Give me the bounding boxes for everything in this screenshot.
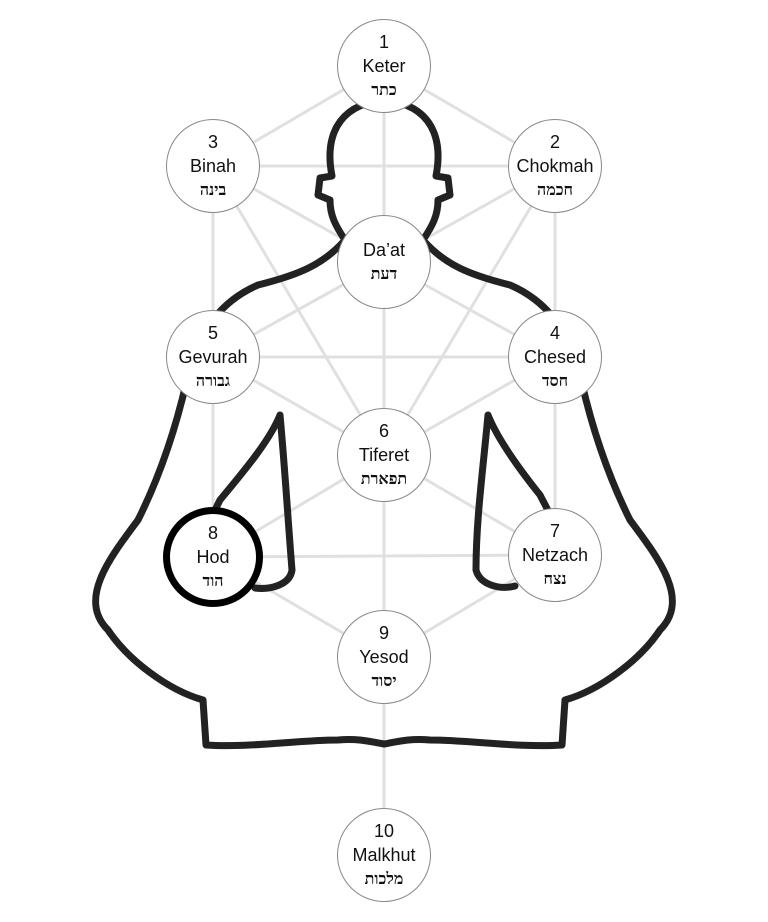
sefira-name: Hod — [196, 547, 230, 567]
sefira-number: 5 — [207, 323, 218, 343]
sefira-hebrew-name: חכמה — [537, 180, 573, 199]
sefira-hebrew-name: נצח — [543, 569, 567, 588]
sefira-name: Gevurah — [178, 347, 248, 367]
sefira-number: 1 — [378, 32, 389, 52]
sefira-name: Binah — [189, 156, 237, 176]
sefira-number: 9 — [378, 623, 389, 643]
sefira-name: Malkhut — [352, 845, 416, 865]
sefira-name: Da’at — [362, 240, 406, 260]
sefira-number: 2 — [549, 132, 560, 152]
sefira-hebrew-name: יסוד — [371, 671, 397, 690]
sefira-number: 3 — [207, 132, 218, 152]
meditating-figure-outline — [92, 96, 676, 750]
sefira-hebrew-name: תפארת — [360, 469, 408, 488]
sefira-hebrew-name: גבורה — [195, 371, 231, 390]
sefira-name: Chesed — [523, 347, 587, 367]
sefira-hebrew-name: דעת — [370, 264, 398, 283]
sefira-hebrew-name: הוד — [202, 571, 224, 590]
sefira-name: Netzach — [521, 545, 589, 565]
sefira-number: 4 — [549, 323, 560, 343]
sefira-name: Yesod — [359, 647, 409, 667]
sefira-hebrew-name: כתר — [371, 80, 397, 99]
sefira-name: Keter — [362, 56, 406, 76]
sefira-number: 10 — [373, 821, 395, 841]
sefira-number: 8 — [207, 523, 218, 543]
sefira-hebrew-name: בינה — [199, 180, 227, 199]
sefira-number: 7 — [549, 521, 560, 541]
sefira-hebrew-name: חסד — [541, 371, 569, 390]
sefira-name: Tiferet — [358, 445, 410, 465]
sefira-name: Chokmah — [516, 156, 594, 176]
sefira-hebrew-name: מלכות — [364, 869, 404, 888]
sefira-number: 6 — [378, 421, 389, 441]
sefira-daat[interactable]: Da’at דעת — [337, 215, 431, 309]
